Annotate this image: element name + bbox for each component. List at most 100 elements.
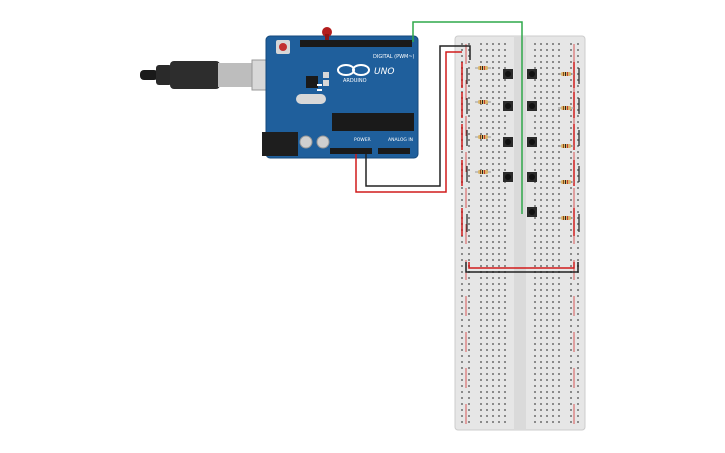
breadboard-hole	[546, 91, 548, 93]
breadboard-hole	[540, 421, 542, 423]
breadboard-hole	[552, 175, 554, 177]
arduino-uno-board[interactable]: DIGITAL (PWM~) ARDUINO UNO POWER ANALOG …	[262, 27, 419, 159]
breadboard-hole	[468, 109, 470, 111]
digital-header[interactable]	[300, 40, 412, 47]
breadboard-hole	[486, 187, 488, 189]
breadboard-hole	[504, 49, 506, 51]
pushbutton[interactable]	[527, 207, 537, 217]
breadboard-hole	[498, 331, 500, 333]
pushbutton[interactable]	[527, 137, 537, 147]
breadboard-hole	[504, 421, 506, 423]
breadboard-hole	[492, 415, 494, 417]
breadboard-hole	[540, 301, 542, 303]
breadboard-hole	[498, 253, 500, 255]
power-jack[interactable]	[262, 132, 298, 156]
resistor[interactable]	[558, 144, 574, 148]
resistor[interactable]	[475, 100, 491, 104]
breadboard-hole	[570, 367, 572, 369]
breadboard-hole	[486, 301, 488, 303]
breadboard-hole	[540, 43, 542, 45]
resistor[interactable]	[475, 66, 491, 70]
breadboard-hole	[546, 211, 548, 213]
pushbutton[interactable]	[527, 172, 537, 182]
breadboard-hole	[546, 49, 548, 51]
breadboard-hole	[546, 121, 548, 123]
resistor[interactable]	[475, 170, 491, 174]
breadboard-hole	[558, 409, 560, 411]
breadboard-hole	[552, 391, 554, 393]
pushbutton[interactable]	[527, 101, 537, 111]
breadboard-hole	[558, 319, 560, 321]
breadboard-hole	[480, 49, 482, 51]
breadboard-hole	[558, 157, 560, 159]
breadboard-hole	[486, 85, 488, 87]
breadboard-hole	[540, 79, 542, 81]
breadboard-hole	[461, 421, 463, 423]
breadboard-hole	[486, 367, 488, 369]
breadboard-hole	[540, 67, 542, 69]
breadboard-hole	[504, 295, 506, 297]
breadboard-hole	[492, 55, 494, 57]
breadboard-hole	[504, 157, 506, 159]
breadboard-hole	[498, 109, 500, 111]
breadboard-hole	[498, 49, 500, 51]
pushbutton[interactable]	[527, 69, 537, 79]
breadboard-hole	[570, 403, 572, 405]
breadboard-hole	[492, 289, 494, 291]
pushbutton[interactable]	[503, 69, 513, 79]
pushbutton[interactable]	[503, 101, 513, 111]
breadboard-hole	[486, 421, 488, 423]
resistor[interactable]	[558, 72, 574, 76]
breadboard-hole	[486, 43, 488, 45]
breadboard-hole	[552, 331, 554, 333]
breadboard-hole	[546, 175, 548, 177]
wires[interactable]	[355, 21, 580, 273]
resistor[interactable]	[558, 180, 574, 184]
breadboard-hole	[486, 361, 488, 363]
components[interactable]	[475, 66, 574, 220]
breadboard-hole	[546, 295, 548, 297]
breadboard-hole	[540, 379, 542, 381]
breadboard-hole	[486, 223, 488, 225]
breadboard-hole	[468, 169, 470, 171]
wire-black-ground[interactable]	[365, 45, 471, 187]
breadboard-hole	[540, 55, 542, 57]
breadboard-hole	[480, 289, 482, 291]
breadboard-hole	[461, 403, 463, 405]
breadboard-hole	[480, 211, 482, 213]
breadboard-hole	[498, 205, 500, 207]
breadboard-hole	[486, 205, 488, 207]
breadboard-hole	[540, 103, 542, 105]
resistor[interactable]	[558, 216, 574, 220]
pushbutton[interactable]	[503, 137, 513, 147]
resistor[interactable]	[558, 106, 574, 110]
breadboard-hole	[468, 319, 470, 321]
pushbutton[interactable]	[503, 172, 513, 182]
breadboard-hole	[468, 289, 470, 291]
breadboard-hole	[577, 121, 579, 123]
breadboard-hole	[504, 127, 506, 129]
breadboard-hole	[468, 133, 470, 135]
breadboard-hole	[480, 133, 482, 135]
breadboard-hole	[558, 421, 560, 423]
resistor[interactable]	[475, 135, 491, 139]
wire-red-jumper[interactable]	[468, 262, 575, 269]
breadboard-hole	[540, 169, 542, 171]
breadboard-hole	[540, 175, 542, 177]
breadboard-hole	[480, 127, 482, 129]
analog-header[interactable]	[378, 148, 410, 154]
wire-red-power[interactable]	[355, 51, 462, 193]
wire-green[interactable]	[412, 21, 523, 214]
breadboard-hole	[558, 79, 560, 81]
breadboard-hole	[570, 409, 572, 411]
breadboard-hole	[468, 235, 470, 237]
wire-black-jumper[interactable]	[465, 262, 579, 273]
breadboard-hole	[552, 319, 554, 321]
usb-cable[interactable]	[140, 59, 275, 91]
power-header[interactable]	[330, 148, 372, 154]
breadboard-hole	[486, 145, 488, 147]
breadboard[interactable]	[454, 35, 586, 431]
breadboard-hole	[552, 307, 554, 309]
breadboard-hole	[546, 55, 548, 57]
breadboard-hole	[540, 151, 542, 153]
